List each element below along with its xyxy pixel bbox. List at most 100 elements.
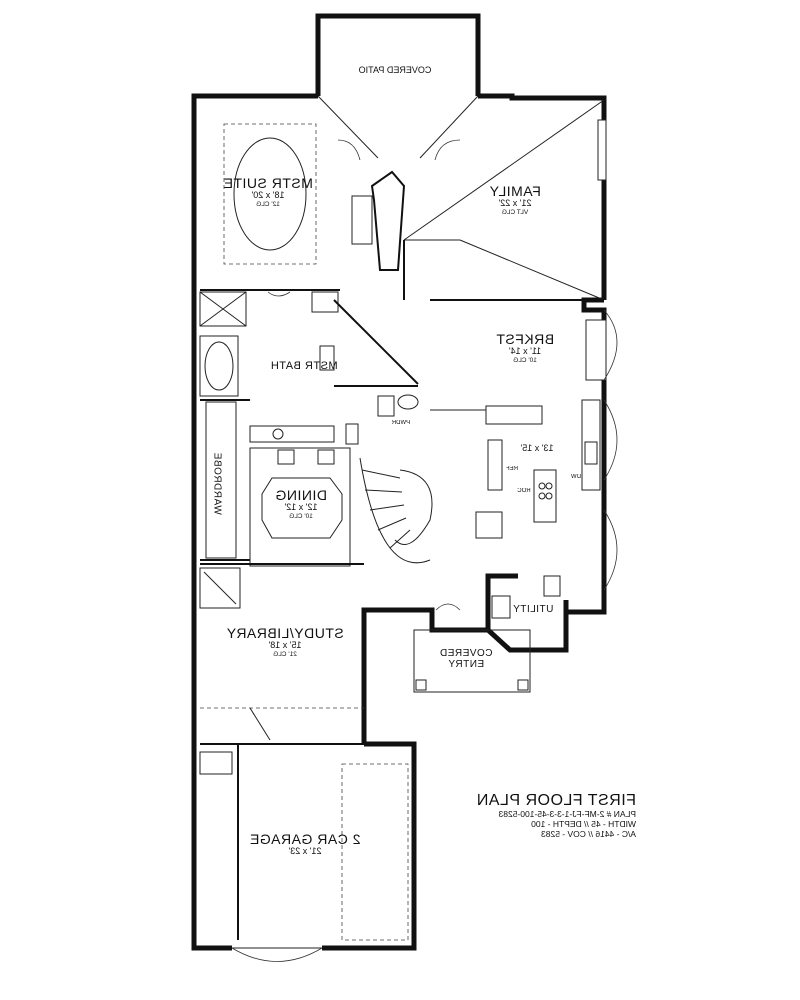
kitchen-label: 13' x 15' <box>512 443 562 454</box>
mstr-bath-label: MSTR BATH <box>264 360 344 372</box>
bath-angled-wall <box>333 299 419 385</box>
covered-patio-name: COVERED PATIO <box>358 65 432 75</box>
dining-room <box>249 447 351 567</box>
family-ceiling-line1 <box>403 99 605 241</box>
patio-angle-left <box>317 95 379 159</box>
study-name: STUDY/LIBRARY <box>226 625 344 641</box>
covered-entry-name2: ENTRY <box>447 659 485 670</box>
ckt-text: ROC <box>517 488 531 494</box>
cooktop-burner-1 <box>538 482 546 490</box>
dining-dim: 12' x 12' <box>284 502 318 513</box>
brkfst-label: BRKFST 11' x 14' 10' CLG <box>470 331 580 365</box>
stair-tread-2 <box>364 489 403 493</box>
study-dim: 15' x 18' <box>268 640 302 651</box>
plan-area: A/C - 4416 // COV - 5283 <box>541 828 636 839</box>
shower-x2 <box>199 291 247 327</box>
study-stair <box>249 707 271 741</box>
covered-entry-outline <box>413 629 531 693</box>
stair-tread-4 <box>377 517 407 531</box>
garage-name: 2 CAR GARAGE <box>249 831 361 847</box>
washer <box>491 595 511 619</box>
entry-column-right <box>517 679 529 691</box>
fireplace-hearth <box>351 195 373 245</box>
dining-label: DINING 12' x 12' 10' CLG <box>262 487 340 520</box>
family-name: FAMILY <box>489 183 541 199</box>
pwdr-cabinet <box>377 395 395 417</box>
dw-label: DW <box>566 474 586 481</box>
tub-basin <box>204 341 234 391</box>
entry-column-left <box>415 679 427 691</box>
stair-tread-5 <box>389 529 411 549</box>
study-label: STUDY/LIBRARY 15' x 18' 21' CLG <box>220 625 350 659</box>
exterior-wall-left <box>191 93 318 951</box>
kitchen-bay-arc <box>603 399 618 481</box>
covered-patio-label: COVERED PATIO <box>340 65 450 76</box>
garage-walls <box>322 741 417 951</box>
wardrobe-name: WARDROBE <box>211 452 223 515</box>
garage-door-arc <box>231 947 323 962</box>
study-fireplace-x <box>203 571 237 605</box>
pwdr-name: PWDR <box>391 420 411 426</box>
bath-door-arc <box>267 291 291 297</box>
stair-tread-1 <box>361 469 401 479</box>
cooktop-burner-3 <box>538 492 546 500</box>
wardrobe-outline <box>205 401 237 559</box>
mstr-bath-name: MSTR BATH <box>270 360 338 372</box>
ref-text: REF <box>506 466 518 472</box>
covered-patio-walls <box>315 13 481 96</box>
garage-cabinet <box>199 751 233 775</box>
dining-cabinet-2 <box>317 449 335 465</box>
brkfst-bay <box>585 319 607 381</box>
pantry <box>475 511 503 539</box>
family-clg: VLT CLG <box>501 209 529 217</box>
dining-cabinet-1 <box>277 449 295 465</box>
vanity-sink <box>272 428 284 440</box>
brkfst-name: BRKFST <box>495 331 555 347</box>
dw-text: DW <box>571 474 581 480</box>
pwdr-label: PWDR <box>386 420 416 427</box>
plan-title: FIRST FLOOR PLAN <box>476 792 636 809</box>
covered-entry-name: COVERED <box>439 648 493 659</box>
wardrobe-label: WARDROBE <box>212 439 223 529</box>
vanity <box>249 425 335 443</box>
garage-dim: 21' x 23' <box>288 846 322 857</box>
pwdr-toilet <box>397 394 419 410</box>
patio-door-right-arc <box>434 139 461 161</box>
utility-label: UTILITY <box>508 604 558 615</box>
study-clg: 21' CLG <box>273 651 297 659</box>
family-label: FAMILY 21' x 22' VLT CLG <box>460 183 570 217</box>
bath-closet <box>311 291 339 313</box>
ckt-label: ROC <box>512 488 536 495</box>
garage-storage <box>341 763 409 941</box>
kitchen-sink <box>584 441 598 465</box>
mstr-suite-dim: 18' x 20' <box>251 190 285 201</box>
kitchen-counter-top <box>485 405 543 425</box>
utility-name: UTILITY <box>512 604 554 615</box>
dining-ceiling-octagon <box>261 477 343 539</box>
stair-tread-3 <box>369 504 405 511</box>
kitchen-counter-left <box>487 439 503 491</box>
mstr-suite-name: MSTR SUITE <box>223 175 313 191</box>
entry-door-arc <box>435 603 461 611</box>
ref-label: REF <box>500 466 524 473</box>
brkfst-clg: 10' CLG <box>513 357 537 365</box>
dining-name: DINING <box>275 487 327 503</box>
master-bed-outline <box>223 123 317 265</box>
stair-inner <box>394 469 433 545</box>
kitchen-bay-arc-2 <box>603 509 618 591</box>
brkfst-dim: 11' x 14' <box>508 346 542 357</box>
covered-entry-label: COVERED ENTRY <box>426 648 506 670</box>
garage-label: 2 CAR GARAGE 21' x 23' <box>240 831 370 857</box>
family-dim: 21' x 22' <box>498 198 532 209</box>
dryer <box>543 575 561 597</box>
cooktop-burner-4 <box>545 492 553 500</box>
title-block: FIRST FLOOR PLAN PLAN # 2-MF-FJ-1-3-3-45… <box>456 792 636 839</box>
family-ceiling-line3 <box>459 239 605 301</box>
mstr-suite-label: MSTR SUITE 18' x 20' 12' CLG <box>208 175 328 208</box>
patio-angle-right <box>419 95 479 159</box>
kitchen-dim: 13' x 15' <box>520 443 554 453</box>
pwdr-sink <box>345 423 359 445</box>
tub <box>199 335 239 397</box>
utility-walls <box>485 573 569 653</box>
